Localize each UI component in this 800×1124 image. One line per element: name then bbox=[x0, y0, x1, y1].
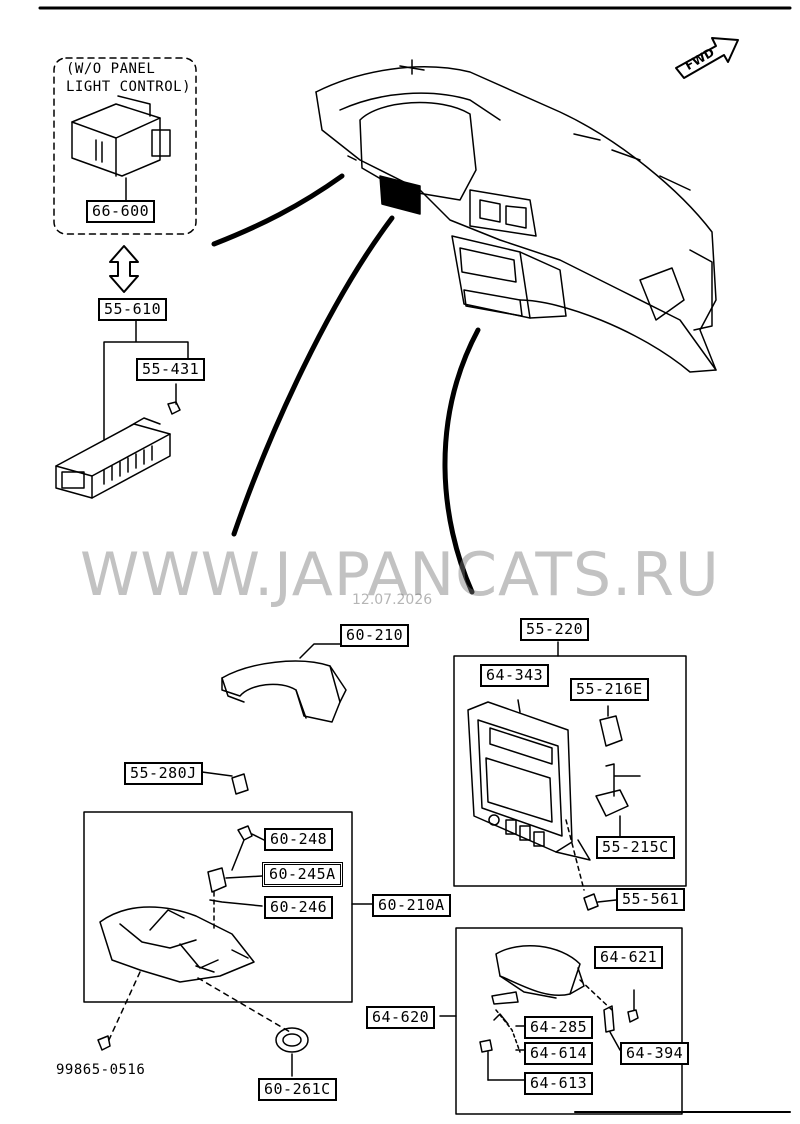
watermark: WWW.JAPANCATS.RU bbox=[80, 540, 720, 610]
dashboard-drawing bbox=[315, 59, 717, 373]
panel-switch-drawing bbox=[71, 95, 171, 201]
part-label-60-245A[interactable]: 60-245A bbox=[262, 862, 343, 887]
part-label-64-394[interactable]: 64-394 bbox=[620, 1042, 690, 1065]
part-label-55-215C[interactable]: 55-215C bbox=[596, 836, 675, 859]
part-label-60-248[interactable]: 60-248 bbox=[264, 828, 334, 851]
glove-box-panel-box bbox=[455, 927, 683, 1115]
leader-to-variant bbox=[211, 173, 345, 247]
variant-note-line1: (W/O PANEL bbox=[66, 61, 156, 77]
alternate-arrow-icon bbox=[109, 245, 139, 293]
grommet-drawing bbox=[275, 1027, 309, 1077]
center-panel-drawing bbox=[467, 701, 591, 861]
screw-drawing bbox=[231, 825, 265, 871]
leader-to-column bbox=[231, 215, 395, 537]
part-label-55-610[interactable]: 55-610 bbox=[98, 298, 168, 321]
part-label-60-246[interactable]: 60-246 bbox=[264, 896, 334, 919]
part-label-55-280J[interactable]: 55-280J bbox=[124, 762, 203, 785]
dimmer-switch-drawing bbox=[55, 417, 171, 499]
part-label-60-210[interactable]: 60-210 bbox=[340, 624, 410, 647]
part-label-64-343[interactable]: 64-343 bbox=[480, 664, 550, 687]
part-label-55-431[interactable]: 55-431 bbox=[136, 358, 206, 381]
part-label-66-600[interactable]: 66-600 bbox=[86, 200, 156, 223]
leader-to-center-panel bbox=[442, 327, 481, 595]
center-panel-box bbox=[453, 655, 687, 887]
variant-note-line2: LIGHT CONTROL) bbox=[66, 79, 192, 95]
part-label-64-613[interactable]: 64-613 bbox=[524, 1072, 594, 1095]
part-label-60-210A[interactable]: 60-210A bbox=[372, 894, 451, 917]
lower-column-box bbox=[83, 811, 353, 1003]
part-label-64-285[interactable]: 64-285 bbox=[524, 1016, 594, 1039]
watermark-date: 12.07.2026 bbox=[352, 592, 433, 608]
glove-box-drawing bbox=[491, 944, 585, 1005]
fwd-arrow-icon bbox=[675, 37, 739, 79]
part-label-55-220[interactable]: 55-220 bbox=[520, 618, 590, 641]
part-label-99865-0516[interactable]: 99865-0516 bbox=[56, 1062, 146, 1078]
part-label-64-621[interactable]: 64-621 bbox=[594, 946, 664, 969]
variant-dashed-box bbox=[53, 57, 197, 235]
upper-column-cover-drawing bbox=[221, 643, 351, 723]
part-label-60-261C[interactable]: 60-261C bbox=[258, 1078, 337, 1101]
lower-column-cover-drawing bbox=[99, 906, 255, 983]
variant-note: (W/O PANEL LIGHT CONTROL) bbox=[66, 60, 191, 96]
part-label-55-561[interactable]: 55-561 bbox=[616, 888, 686, 911]
part-label-64-614[interactable]: 64-614 bbox=[524, 1042, 594, 1065]
part-label-55-216E[interactable]: 55-216E bbox=[570, 678, 649, 701]
part-label-64-620[interactable]: 64-620 bbox=[366, 1006, 436, 1029]
